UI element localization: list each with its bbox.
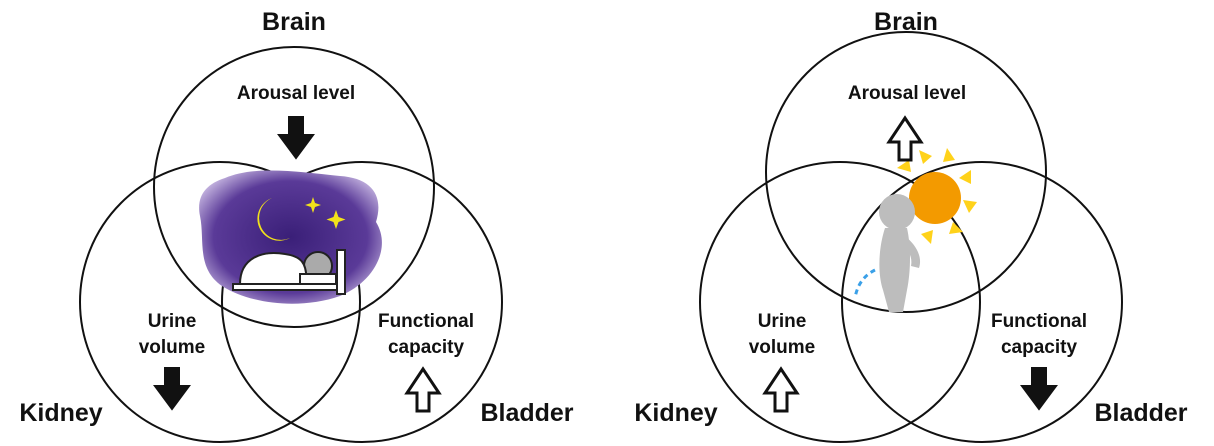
urine-stream-icon xyxy=(855,270,875,298)
urinating-person-sun-icon xyxy=(855,148,977,312)
urine-volume-label-line2: volume xyxy=(738,338,826,359)
functional-arrow-up-icon xyxy=(407,369,439,411)
kidney-label: Kidney xyxy=(621,400,731,428)
brain-label: Brain xyxy=(247,9,341,37)
bladder-label: Bladder xyxy=(1079,400,1203,428)
arousal-arrow-up-icon xyxy=(889,118,921,160)
sleeping-person-night-icon xyxy=(199,170,382,303)
arousal-level-label: Arousal level xyxy=(214,84,378,105)
functional-capacity-label-line2: capacity xyxy=(977,338,1101,359)
arousal-arrow-down-icon xyxy=(279,117,313,158)
diagram-panel-wake: Brain Arousal level Urine volume Functio… xyxy=(607,0,1214,446)
urine-arrow-down-icon xyxy=(155,368,189,409)
functional-capacity-label-line2: capacity xyxy=(364,338,488,359)
urine-arrow-up-icon xyxy=(765,369,797,411)
arousal-level-label: Arousal level xyxy=(825,84,989,105)
urine-volume-label-line1: Urine xyxy=(128,312,216,333)
bladder-label: Bladder xyxy=(465,400,589,428)
venn-diagram xyxy=(607,0,1214,446)
venn-diagram xyxy=(0,0,607,446)
diagram-panel-sleep: Brain Arousal level Urine volume Functio… xyxy=(0,0,607,446)
kidney-label: Kidney xyxy=(6,400,116,428)
functional-capacity-label-line1: Functional xyxy=(364,312,488,333)
brain-label: Brain xyxy=(859,9,953,37)
functional-capacity-label-line1: Functional xyxy=(977,312,1101,333)
functional-arrow-down-icon xyxy=(1022,368,1056,409)
urine-volume-label-line1: Urine xyxy=(738,312,826,333)
urine-volume-label-line2: volume xyxy=(128,338,216,359)
